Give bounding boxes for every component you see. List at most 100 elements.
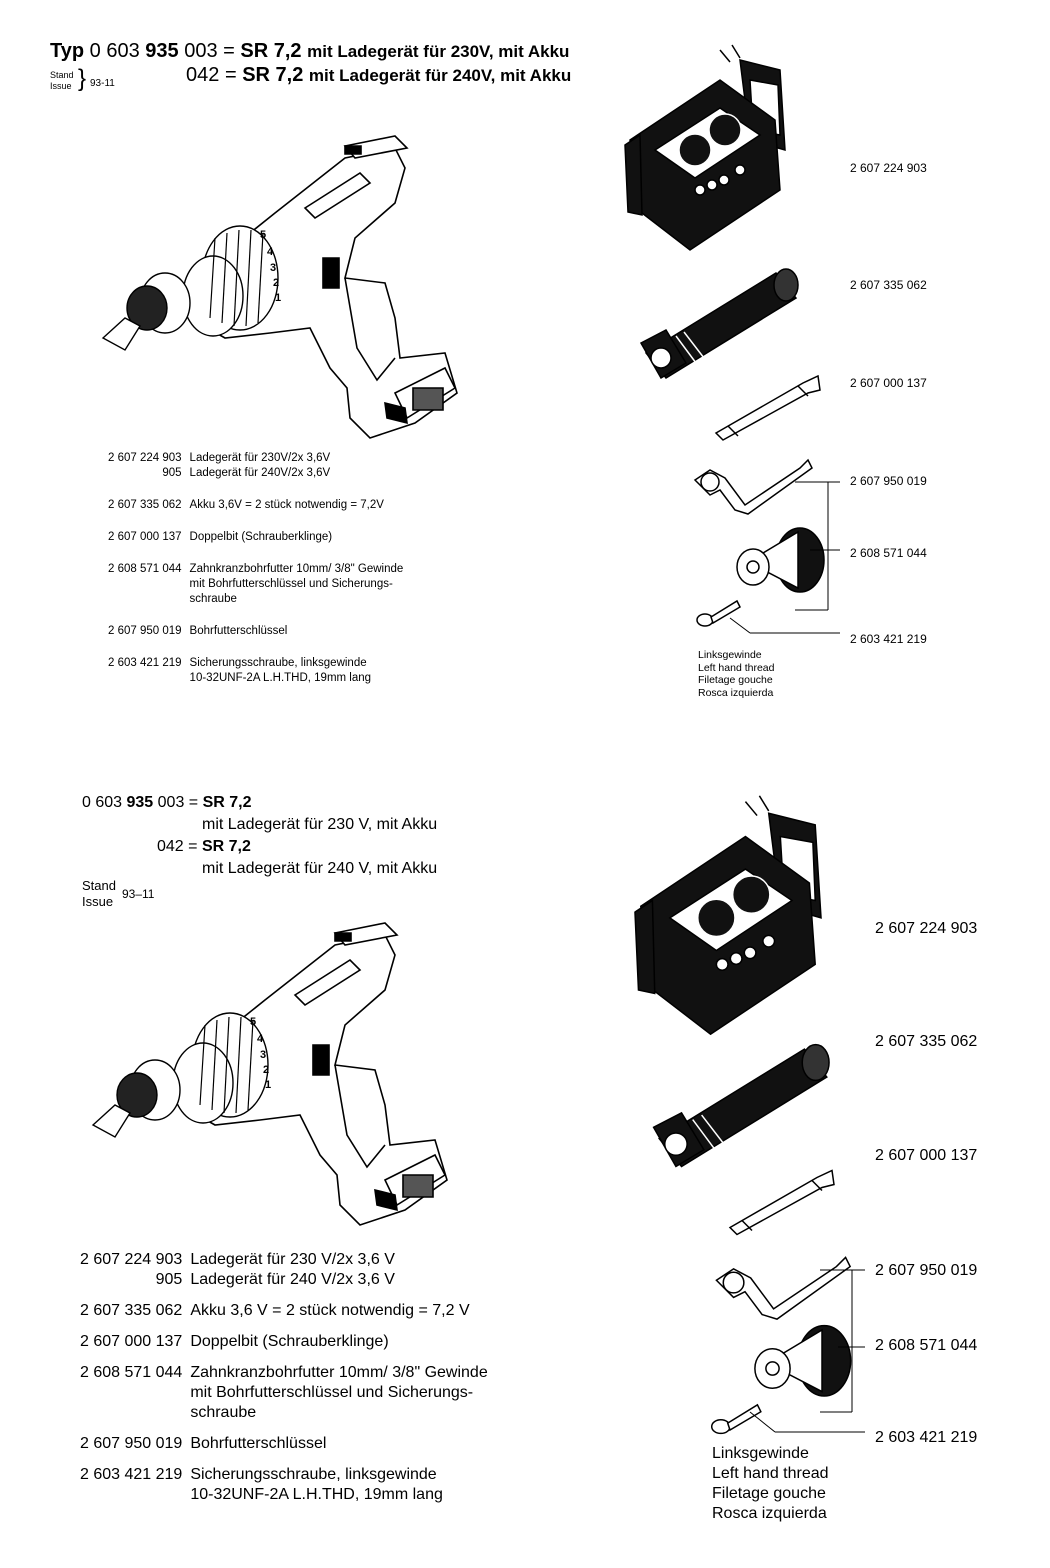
brace-icon: }: [78, 65, 87, 92]
s2-thread-note-de: Linksgewinde: [712, 1445, 809, 1462]
part-desc: Ladegerät für 240V/2x 3,6V: [189, 467, 331, 479]
parts-row: 905 Ladegerät für 240V/2x 3,6V: [108, 466, 403, 481]
parts-row: 2 608 571 044 Zahnkranzbohrfutter 10mm/ 3…: [80, 1363, 488, 1423]
parts-row: 2 607 335 062 Akku 3,6 V = 2 stück notwen…: [80, 1301, 488, 1321]
section2-header: 0 603 935 003 = SR 7,2 mit Ladegerät für…: [82, 792, 437, 880]
s2-model-2: SR 7,2: [201, 838, 251, 855]
security-screw-illustration: [695, 595, 745, 630]
code-prefix: 0 603: [89, 40, 140, 62]
part-desc: Akku 3,6 V = 2 stück notwendig = 7,2 V: [190, 1302, 470, 1319]
variant1-code: 003: [184, 40, 218, 62]
thread-note: Linksgewinde Left hand thread Filetage g…: [698, 649, 774, 699]
svg-text:3: 3: [270, 262, 276, 274]
header-line-2: 042 = SR 7,2 mit Ladegerät für 240V, mit…: [186, 64, 571, 87]
double-bit-illustration: [708, 368, 828, 443]
s2-callout-screw: 2 603 421 219: [875, 1429, 978, 1446]
s2-stand-issue: Stand Issue: [82, 878, 116, 910]
model-name: SR 7,2: [240, 40, 302, 62]
part-number: 2 603 421 219: [108, 657, 182, 669]
s2-stand-label: Stand: [82, 878, 116, 893]
s2-code-mid: 935: [126, 794, 154, 811]
drill-chuck-illustration: [728, 522, 828, 602]
part-desc: Ladegerät für 230V/2x 3,6V: [189, 452, 331, 464]
part-number: 905: [162, 467, 182, 479]
callout-bit: 2 607 000 137: [850, 376, 927, 390]
typ-label: Typ: [50, 40, 85, 62]
thread-note-en: Left hand thread: [698, 661, 775, 674]
equals-sign-2: =: [224, 64, 237, 86]
part-number: 2 607 224 903: [80, 1251, 183, 1268]
part-number: 2 607 335 062: [80, 1302, 183, 1319]
callout-key: 2 607 950 019: [850, 474, 927, 488]
s2-thread-note-fr: Filetage gouche: [712, 1485, 826, 1502]
s2-variant1-code: 003 =: [157, 794, 199, 811]
part-desc: Bohrfutterschlüssel: [190, 1435, 327, 1452]
s2-issue-value: 93–11: [122, 887, 155, 901]
parts-list-2: 2 607 224 903 Ladegerät für 230 V/2x 3,6 …: [80, 1250, 488, 1505]
header-line-1: Typ 0 603 935 003 = SR 7,2 mit Ladegerät…: [50, 40, 569, 63]
s2-thread-note: Linksgewinde Left hand thread Filetage g…: [712, 1444, 829, 1524]
chuck-key-illustration-2: [710, 1246, 860, 1326]
security-screw-illustration-2: [708, 1398, 768, 1438]
issue-label: Issue: [50, 81, 72, 91]
thread-note-fr: Filetage gouche: [698, 674, 773, 686]
s2-callout-battery: 2 607 335 062: [875, 1033, 978, 1050]
stand-label: Stand: [50, 70, 74, 80]
part-number: 2 607 335 062: [108, 499, 182, 511]
svg-text:1: 1: [275, 292, 281, 304]
part-desc: Ladegerät für 230 V/2x 3,6 V: [190, 1251, 395, 1268]
s2-model: SR 7,2: [202, 794, 252, 811]
variant1-desc: mit Ladegerät für 230V, mit Akku: [307, 42, 570, 61]
part-number: 2 603 421 219: [80, 1466, 183, 1483]
part-number: 2 607 000 137: [108, 531, 182, 543]
svg-text:2: 2: [273, 277, 279, 289]
part-number: 2 608 571 044: [108, 563, 182, 575]
battery-illustration-2: [648, 1030, 838, 1180]
cordless-drill-illustration-2: 54 321: [85, 900, 475, 1230]
svg-text:2: 2: [263, 1064, 269, 1076]
part-desc: Bohrfutterschlüssel: [189, 625, 288, 637]
variant2-code: 042: [186, 64, 220, 86]
equals-sign: =: [223, 40, 235, 62]
parts-row: 2 607 224 903 Ladegerät für 230 V/2x 3,6 …: [80, 1250, 488, 1270]
s2-callout-key: 2 607 950 019: [875, 1262, 978, 1279]
part-desc: Ladegerät für 240 V/2x 3,6 V: [190, 1271, 395, 1288]
svg-text:1: 1: [265, 1079, 271, 1091]
stand-issue-labels: Stand Issue: [50, 70, 74, 92]
svg-text:3: 3: [260, 1049, 266, 1061]
s2-callout-bit: 2 607 000 137: [875, 1147, 978, 1164]
svg-text:4: 4: [257, 1033, 264, 1045]
callout-charger: 2 607 224 903: [850, 161, 927, 175]
double-bit-illustration-2: [722, 1160, 842, 1240]
s2-code-prefix: 0 603: [82, 794, 123, 811]
code-mid: 935: [145, 40, 179, 62]
chuck-key-illustration: [690, 450, 820, 520]
parts-row: 2 608 571 044 Zahnkranzbohrfutter 10mm/ 3…: [108, 562, 403, 607]
battery-illustration: [636, 258, 806, 388]
thread-note-es: Rosca izquierda: [698, 686, 774, 699]
s2-callout-charger: 2 607 224 903: [875, 920, 978, 937]
part-number: 2 607 224 903: [108, 452, 182, 464]
callout-lines-1: [700, 470, 850, 645]
callout-lines-2: [720, 1262, 870, 1447]
parts-row: 2 607 224 903 Ladegerät für 230V/2x 3,6V: [108, 451, 403, 466]
drill-chuck-illustration-2: [745, 1318, 855, 1408]
callout-battery: 2 607 335 062: [850, 278, 927, 292]
charger-illustration-2: [628, 790, 828, 1040]
part-desc: Doppelbit (Schrauberklinge): [190, 1333, 389, 1350]
issue-value: 93-11: [90, 78, 115, 89]
part-number: 2 608 571 044: [80, 1364, 183, 1381]
s2-issue-label: Issue: [82, 894, 114, 909]
model-name-2: SR 7,2: [242, 64, 304, 86]
